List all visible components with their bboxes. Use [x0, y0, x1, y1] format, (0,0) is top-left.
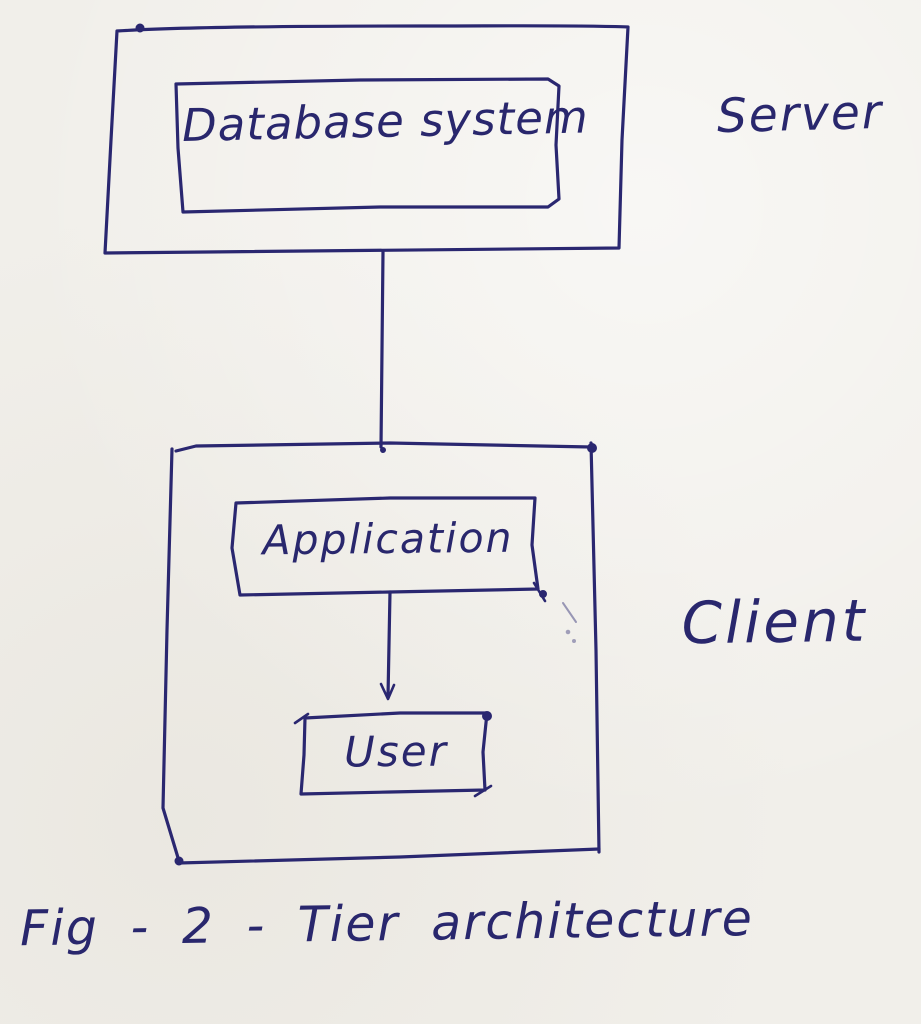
client-tier-label: Client — [681, 586, 868, 658]
server-client-connector-line — [379, 250, 385, 449]
client-box-right-edge — [589, 441, 601, 854]
user-box-corner-tick-topleft — [293, 712, 310, 725]
application-label: Application — [262, 513, 514, 565]
client-box-left-edge — [161, 447, 181, 863]
application-box-corner-hook — [532, 581, 547, 603]
figure-caption: Fig - 2 - Tier architecture — [19, 890, 755, 958]
server-tier-label: Server — [716, 84, 884, 145]
arrowhead-icon — [379, 682, 396, 701]
database-system-box-outline — [174, 77, 561, 214]
user-box-corner-tick-bottomright — [473, 784, 493, 798]
client-box-bottom-edge — [177, 847, 601, 865]
application-user-arrow-line — [386, 590, 392, 699]
ink-blobs — [135, 23, 597, 866]
client-box-top-edge — [174, 441, 593, 453]
server-box-outline — [103, 24, 630, 255]
stray-ink-mark — [562, 602, 577, 623]
database-system-label: Database system — [181, 90, 590, 152]
user-label: User — [343, 726, 449, 777]
